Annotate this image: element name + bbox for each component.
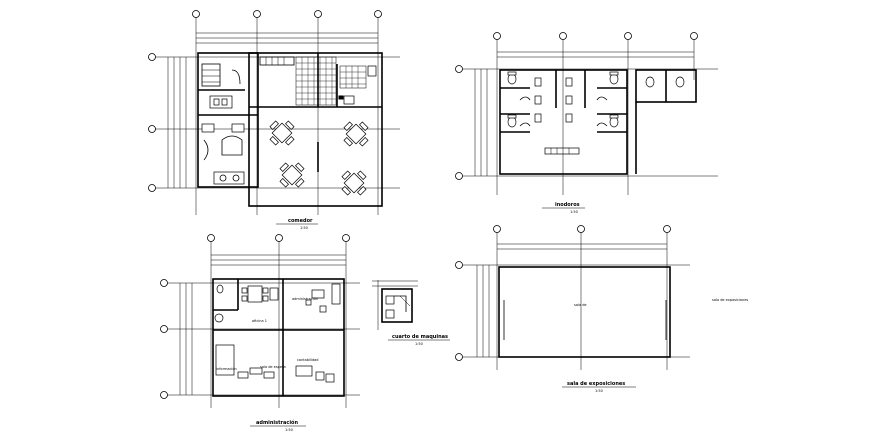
- comedor-tables: [269, 120, 369, 196]
- inodoros-title-block: inodoros 1:50: [542, 202, 585, 214]
- comedor-scale: 1:50: [300, 226, 308, 230]
- administracion-title-block: administración 1:50: [250, 419, 306, 432]
- comedor-walls: [197, 52, 383, 207]
- comedor-kitchen-tiles: [295, 56, 367, 106]
- inodoros-plan: inodoros 1:50: [455, 32, 718, 214]
- administracion-scale: 1:50: [285, 428, 293, 432]
- cuarto-maquinas-title: cuarto de maquinas: [392, 334, 448, 340]
- comedor-grid-bubbles: [148, 10, 400, 215]
- room-label-administracion: administración: [292, 297, 318, 301]
- administracion-title: administración: [256, 419, 298, 426]
- sala-title-block: sala de exposiciones 1:50: [562, 381, 636, 393]
- sala-scale: 1:50: [595, 389, 603, 393]
- sala-title: sala de exposiciones: [567, 381, 625, 387]
- comedor-stair: [201, 56, 295, 87]
- sala-walls: [498, 266, 671, 358]
- room-label-informacion: información: [216, 367, 237, 371]
- sala-dimensions: [476, 243, 667, 357]
- sala-exposiciones-plan: sala de sala de exposiciones 1:50 sala d…: [455, 225, 748, 393]
- inodoros-walls: [499, 69, 697, 175]
- comedor-title-block: comedor 1:50: [276, 218, 318, 230]
- cuarto-maquinas-scale: 1:50: [415, 342, 423, 346]
- cuarto-maquinas-plan: cuarto de maquinas 1:50: [372, 280, 450, 346]
- inodoros-title: inodoros: [555, 202, 580, 208]
- administracion-furniture: [214, 283, 341, 383]
- inodoros-dimensions: [474, 51, 694, 176]
- sala-grid-bubbles: [455, 225, 690, 370]
- comedor-plan: comedor 1:50: [148, 10, 400, 230]
- comedor-bathroom: [201, 123, 245, 185]
- administracion-dimensions: [179, 254, 346, 395]
- administracion-grid-bubbles: [160, 234, 360, 408]
- comedor-title: comedor: [288, 218, 313, 224]
- inodoros-grid-bubbles: [455, 32, 718, 195]
- administracion-plan: administración oficina 1 información sal…: [160, 234, 360, 432]
- inodoros-fixtures: [507, 71, 685, 155]
- sala-room-label: sala de: [574, 303, 587, 307]
- administracion-walls: [212, 278, 345, 397]
- administracion-room-labels: administración oficina 1 información sal…: [216, 297, 319, 371]
- room-label-oficina1: oficina 1: [252, 319, 267, 323]
- side-label: sala de exposiciones: [712, 298, 748, 302]
- inodoros-scale: 1:50: [570, 210, 578, 214]
- comedor-kitchen-fixtures: [209, 65, 377, 109]
- room-label-contabilidad: contabilidad: [297, 358, 319, 362]
- room-label-sala-espera: sala de espera: [260, 365, 286, 369]
- comedor-dimensions: [167, 32, 378, 188]
